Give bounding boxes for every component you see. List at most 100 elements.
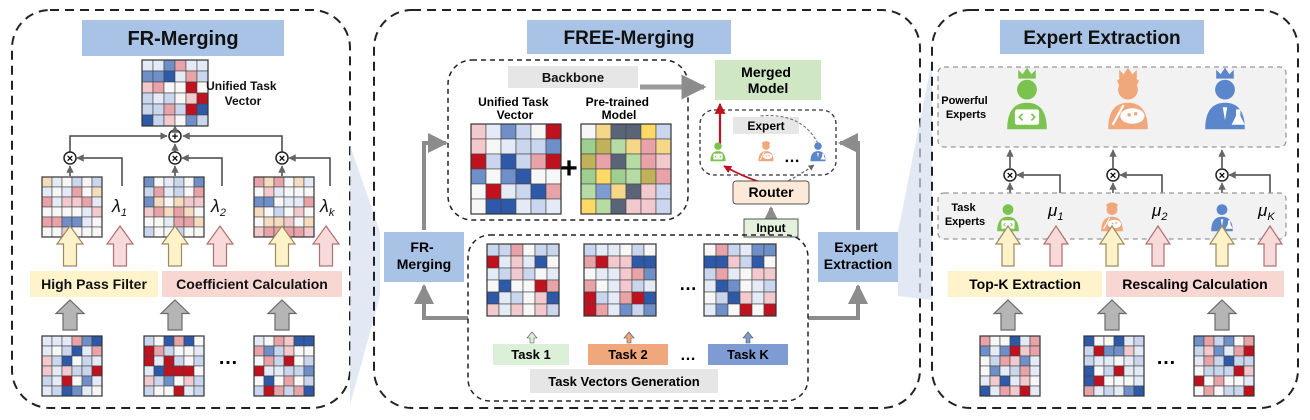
- matrix-cell: [1223, 335, 1235, 347]
- matrix-cell: [1009, 355, 1021, 367]
- matrix-cell: [141, 92, 154, 105]
- fr-merging-side-box: [384, 232, 464, 282]
- matrix-cell: [595, 243, 609, 257]
- matrix-cell: [51, 186, 63, 198]
- mu2-arrow: [1119, 171, 1163, 195]
- matrix-cell: [546, 303, 560, 317]
- task-vectors-box: [467, 234, 809, 402]
- matrix-cell: [1083, 375, 1095, 387]
- matrix-cell: [989, 375, 1001, 387]
- person-head: [814, 142, 822, 150]
- tvg-title-box: [530, 369, 718, 393]
- matrix-cell: [470, 123, 487, 140]
- matrix-cell: [1223, 365, 1235, 377]
- matrix-cell: [498, 243, 512, 257]
- matrix-cell: [303, 186, 315, 198]
- matrix-cell: [1103, 335, 1115, 347]
- up-arrow: [1096, 299, 1128, 331]
- matrix-cell: [163, 196, 175, 208]
- backbone-title-box: [508, 66, 638, 88]
- matrix-cell: [263, 226, 275, 238]
- tvg-to-ee-arrow: [808, 284, 868, 320]
- matrix-cell: [61, 216, 73, 228]
- matrix-cell: [631, 303, 645, 317]
- matrix-cell: [715, 279, 729, 293]
- matrix-cell: [51, 335, 63, 347]
- matrix-cell: [530, 198, 547, 215]
- matrix-cell: [91, 186, 103, 198]
- matrix-cell: [283, 375, 295, 387]
- matrix-cell: [510, 255, 524, 269]
- matrix-cell: [303, 375, 315, 387]
- filtered-matrix-1: [41, 176, 103, 238]
- matrix-cell: [1193, 355, 1205, 367]
- powerful-expert-coder-icon: [1007, 67, 1047, 130]
- matrix-cell: [989, 345, 1001, 357]
- flask-icon: [1231, 109, 1245, 125]
- matrix-cell: [1213, 345, 1225, 357]
- matrix-cell: [1203, 355, 1215, 367]
- powerful-experts-label: Powerful Experts: [941, 95, 991, 121]
- matrix-cell: [643, 267, 657, 281]
- matrix-cell: [263, 206, 275, 218]
- matrix-cell: [253, 206, 265, 218]
- input-label: Input: [756, 221, 785, 235]
- matrix-cell: [61, 206, 73, 218]
- matrix-cell: [196, 92, 209, 105]
- matrix-cell: [739, 255, 753, 269]
- matrix-cell: [163, 335, 175, 347]
- matrix-cell: [500, 153, 517, 170]
- unified-vector-label: Unified Task Vector: [478, 95, 552, 122]
- matrix-cell: [71, 216, 83, 228]
- matrix-cell: [1203, 345, 1215, 357]
- person-head: [1216, 204, 1228, 215]
- matrix-cell: [510, 279, 524, 293]
- matrix-cell: [173, 375, 185, 387]
- expert-icon-green-small: [710, 142, 726, 162]
- matrix-cell: [534, 243, 548, 257]
- matrix-frame: [1083, 335, 1145, 397]
- expert-label-box: [733, 117, 799, 134]
- matrix-cell: [91, 365, 103, 377]
- matrix-cell: [253, 186, 265, 198]
- matrix-cell: [655, 168, 672, 185]
- left-ellipsis: …: [218, 347, 238, 369]
- matrix-cell: [263, 196, 275, 208]
- matrix-cell: [739, 279, 753, 293]
- matrix-cell: [196, 59, 209, 72]
- matrix-cell: [739, 291, 753, 305]
- matrix-cell: [71, 186, 83, 198]
- matrix-cell: [183, 176, 195, 188]
- expert-loop-dashed: [759, 115, 821, 149]
- matrix-cell: [485, 138, 502, 155]
- matrix-cell: [625, 198, 642, 215]
- matrix-cell: [715, 255, 729, 269]
- matrix-cell: [515, 198, 532, 215]
- task-k-label: Task K: [727, 347, 769, 362]
- matrix-cell: [1083, 365, 1095, 377]
- matrix-cell: [193, 206, 205, 218]
- matrix-cell: [173, 216, 185, 228]
- matrix-cell: [1243, 375, 1255, 387]
- matrix-cell: [91, 385, 103, 397]
- matrix-cell: [583, 279, 597, 293]
- matrix-cell: [530, 168, 547, 185]
- matrix-cell: [273, 385, 285, 397]
- lambdak-arrow: [288, 154, 331, 186]
- matrix-cell: [81, 365, 93, 377]
- matrix-cell: [751, 279, 765, 293]
- matrix-cell: [530, 183, 547, 200]
- svg-text:×: ×: [1110, 170, 1116, 182]
- matrix-cell: [193, 345, 205, 357]
- matrix-cell: [41, 206, 53, 218]
- matrix-cell: [610, 183, 627, 200]
- matrix-cell: [534, 279, 548, 293]
- matrix-cell: [71, 355, 83, 367]
- matrix-cell: [263, 355, 275, 367]
- up-arrow: [1144, 224, 1172, 267]
- matrix-cell: [153, 226, 165, 238]
- right-multiply-node-2: ×: [1106, 168, 1120, 182]
- matrix-cell: [1083, 385, 1095, 397]
- matrix-cell: [283, 335, 295, 347]
- matrix-cell: [91, 355, 103, 367]
